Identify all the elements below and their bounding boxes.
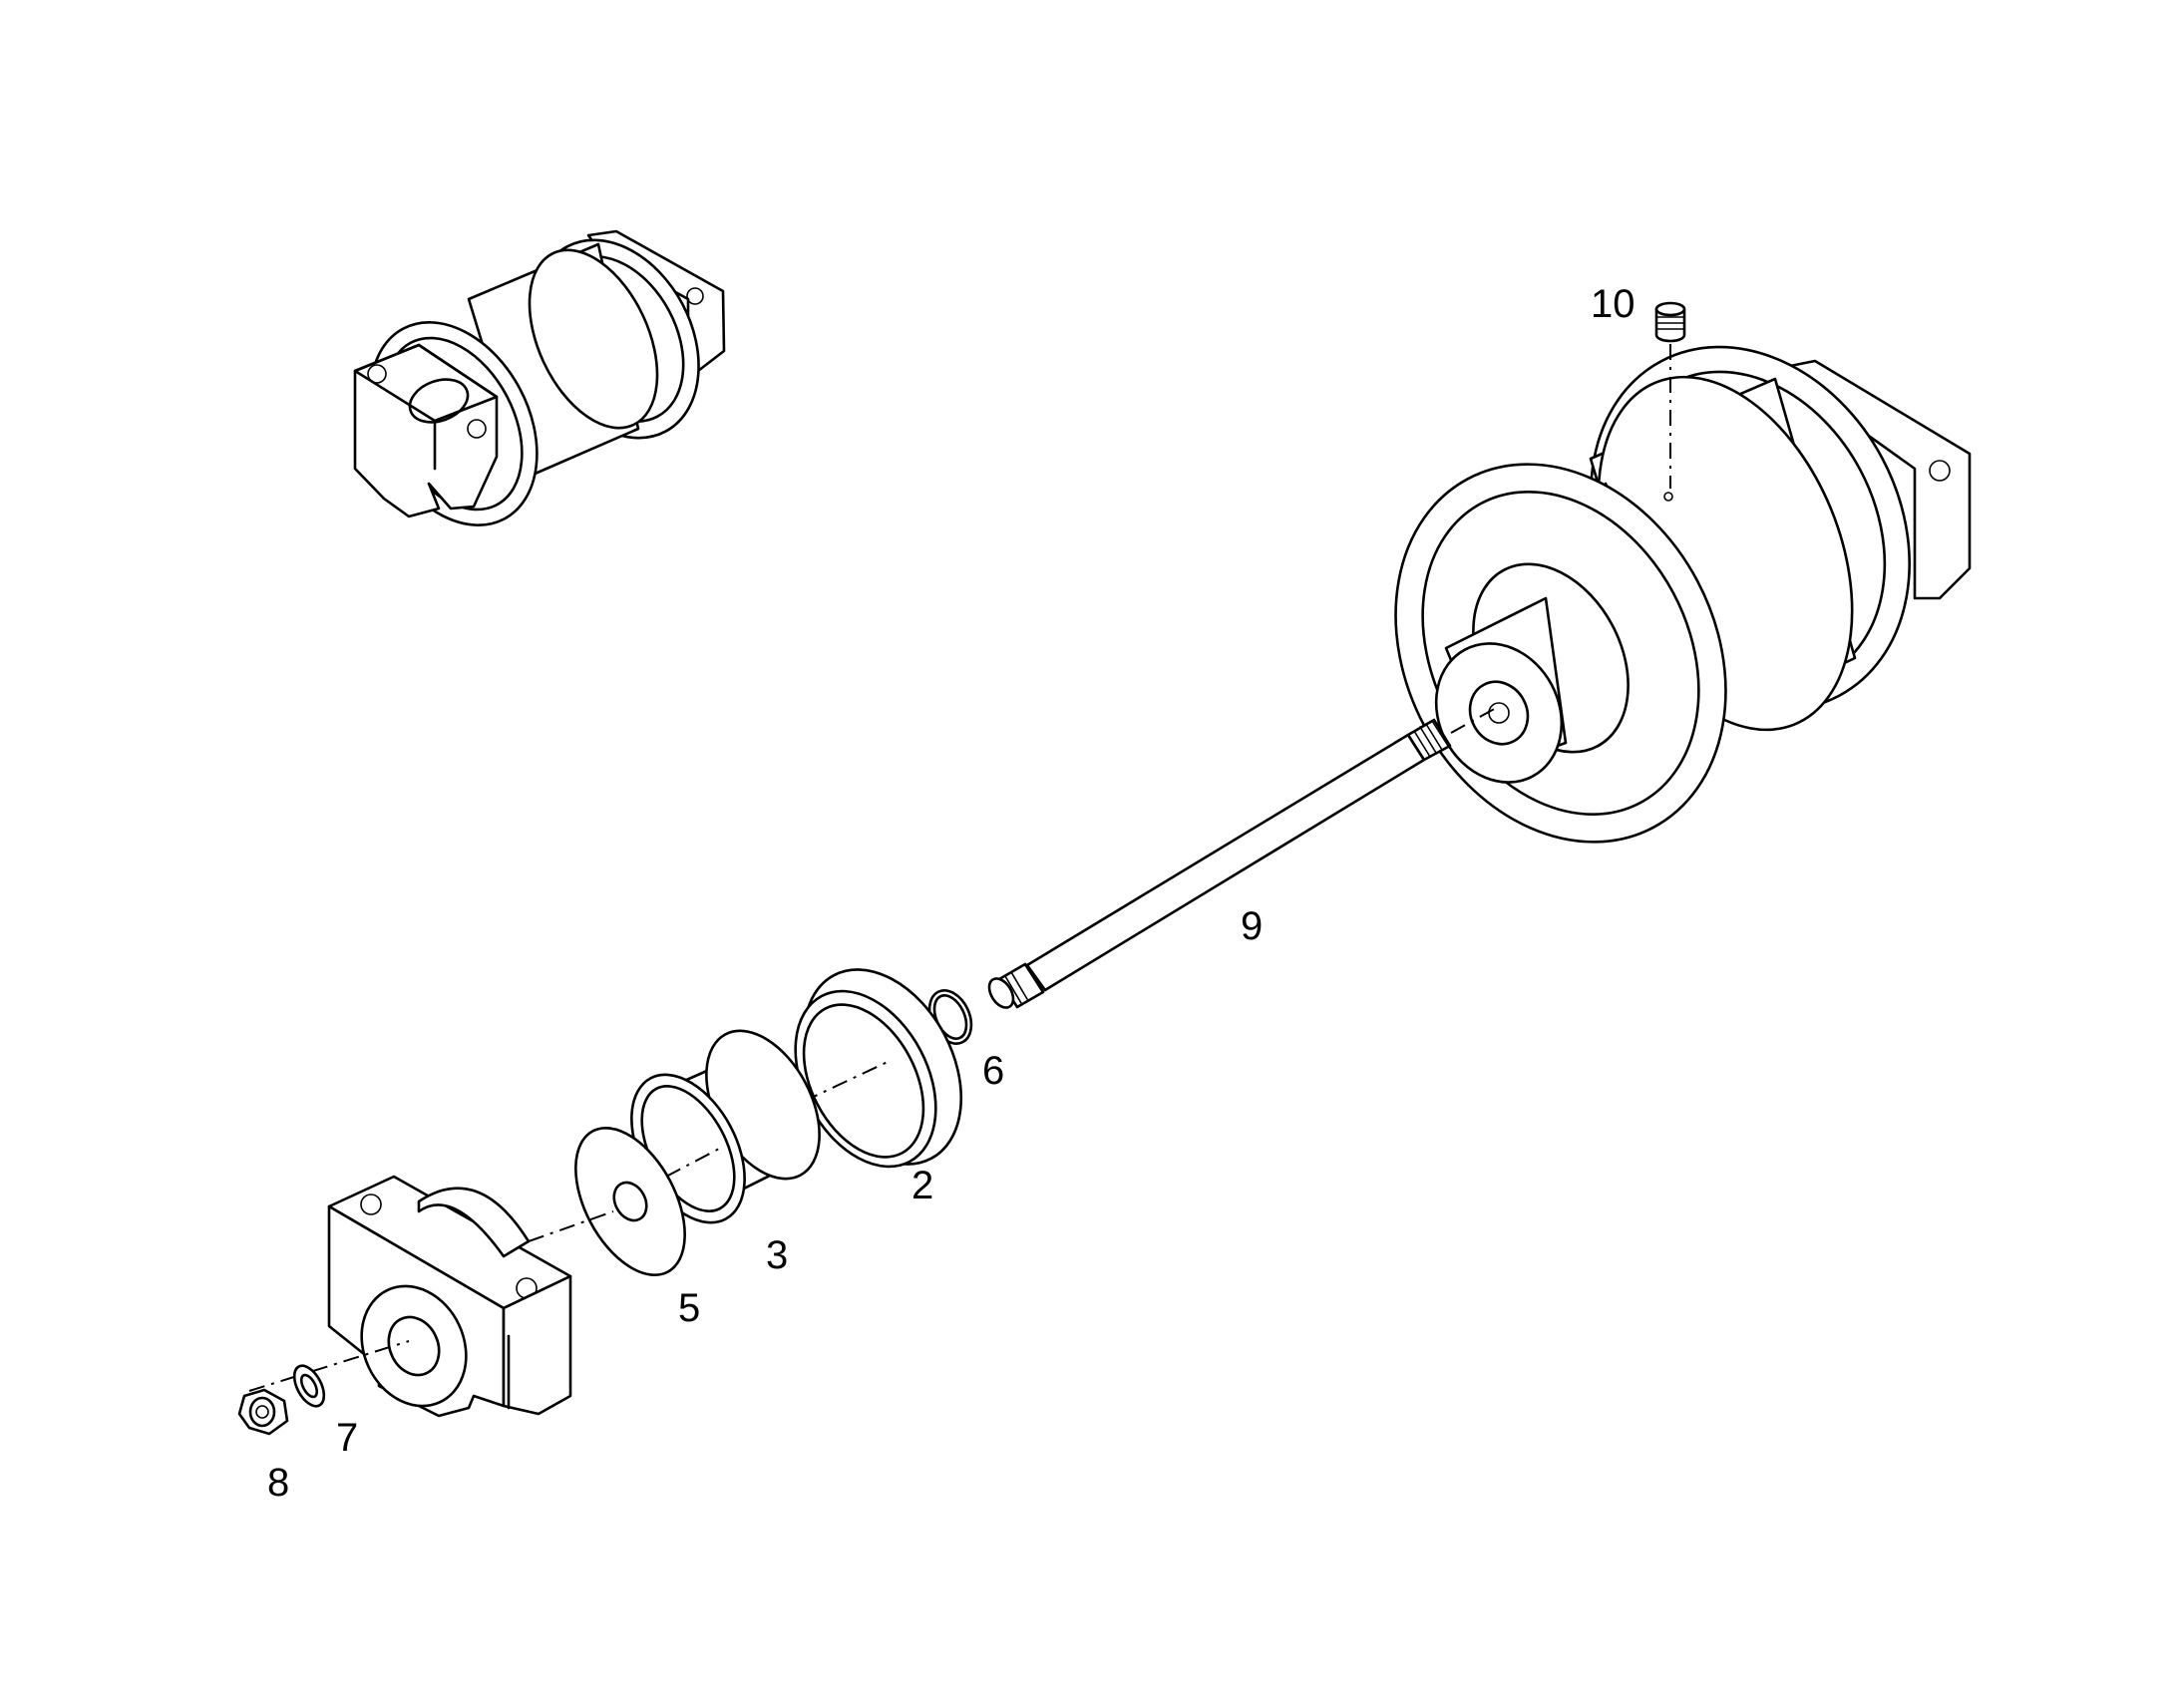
hex-nut-part-8 [237, 1388, 289, 1436]
washer-part-7 [292, 1364, 326, 1408]
label-part-10: 10 [1591, 282, 1635, 326]
end-bracket [248, 1175, 572, 1418]
track-roller-body [1394, 345, 1972, 844]
label-part-9: 9 [1241, 904, 1263, 948]
bushing-part-3 [630, 1029, 821, 1224]
thrust-washer-part-5 [528, 1126, 686, 1277]
label-part-3: 3 [766, 1233, 788, 1277]
label-part-7: 7 [336, 1416, 358, 1460]
assembled-roller-thumbnail [353, 229, 726, 526]
shaft-part-9 [987, 707, 1497, 1009]
seal-collar-part-2 [794, 968, 963, 1169]
label-part-8: 8 [267, 1461, 289, 1505]
label-part-5: 5 [678, 1286, 700, 1330]
plug-part-10 [1654, 301, 1686, 489]
label-part-2: 2 [911, 1164, 933, 1207]
label-part-6: 6 [982, 1049, 1004, 1093]
